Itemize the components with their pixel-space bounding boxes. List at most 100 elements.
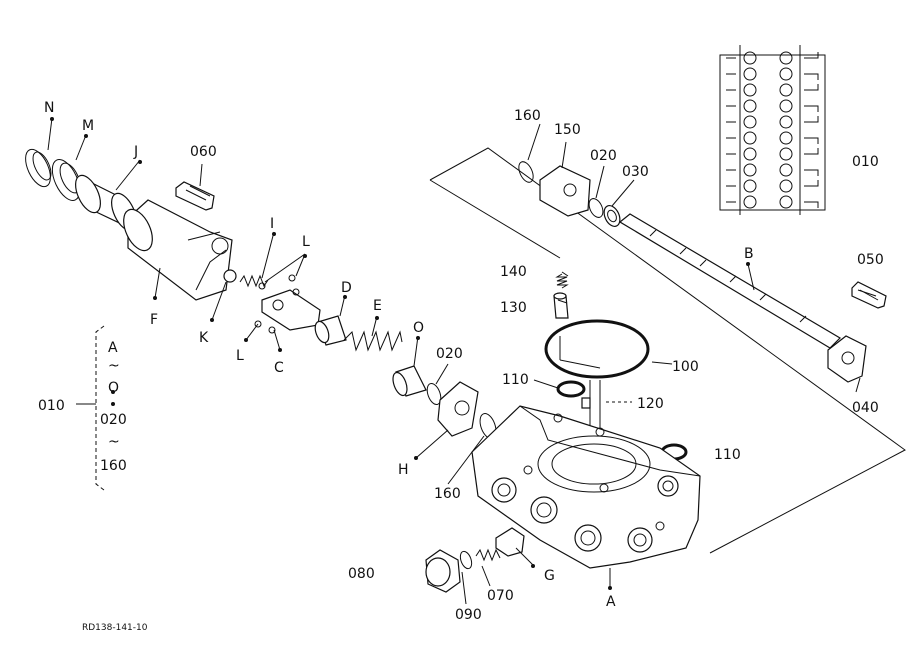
range-tilde-2: ~ <box>108 434 120 450</box>
schematic-port-symbol <box>743 115 757 129</box>
label-E: E <box>373 298 382 314</box>
label-130: 130 <box>500 300 527 316</box>
schematic-port-symbol <box>779 99 793 113</box>
label-150: 150 <box>554 122 581 138</box>
schematic-line <box>726 137 819 144</box>
schematic-port-symbol <box>779 115 793 129</box>
label-A: A <box>606 594 616 610</box>
part-labels: N M J 060 I L D E O 020 K F L C H 160 16… <box>44 100 884 623</box>
label-110-right: 110 <box>714 447 741 463</box>
schematic-port-symbol <box>779 67 793 81</box>
label-110-left: 110 <box>502 372 529 388</box>
schematic-port-symbol <box>743 163 757 177</box>
label-dots <box>50 117 750 590</box>
label-D: D <box>341 280 352 296</box>
oring-020-top <box>588 198 604 218</box>
range-line-4: 160 <box>100 458 127 474</box>
label-L-bottom: L <box>236 348 244 364</box>
schematic-port-symbol <box>743 147 757 161</box>
plug-080 <box>425 549 461 593</box>
collar-D <box>314 315 347 346</box>
schematic-port-symbol <box>779 51 793 65</box>
spring-070 <box>475 548 501 562</box>
schematic-port-symbol <box>743 51 757 65</box>
cover-H <box>437 381 479 437</box>
label-020-top: 020 <box>590 148 617 164</box>
range-tilde-1: ~ <box>108 358 120 374</box>
plate-040 <box>827 335 867 383</box>
range-note: 010 A ~ O 020 ~ 160 <box>38 340 127 474</box>
schematic-line <box>726 180 819 187</box>
label-030: 030 <box>622 164 649 180</box>
cover-150 <box>539 165 591 217</box>
oring-160-top <box>518 161 534 183</box>
ball-K <box>223 269 237 283</box>
label-K: K <box>199 330 209 346</box>
schematic-line <box>726 73 819 80</box>
assembly-outline <box>429 147 906 554</box>
label-160-bottom: 160 <box>434 486 461 502</box>
schematic-line <box>726 105 819 112</box>
label-H: H <box>398 462 409 478</box>
label-I: I <box>270 216 274 232</box>
label-060: 060 <box>190 144 217 160</box>
range-part-number: 010 <box>38 398 65 414</box>
bolt-060 <box>175 181 215 211</box>
schematic-port-symbol <box>779 195 793 209</box>
schematic-port-symbol <box>779 163 793 177</box>
label-M: M <box>82 118 94 134</box>
washer-030 <box>603 205 621 227</box>
valve-body-A <box>471 405 701 569</box>
schematic-port-symbol <box>743 131 757 145</box>
schematic-port-symbol <box>743 179 757 193</box>
label-G: G <box>544 568 555 584</box>
schematic-line <box>726 116 819 123</box>
label-070: 070 <box>487 588 514 604</box>
range-line-1: A <box>108 340 118 356</box>
schematic-port-symbol <box>779 83 793 97</box>
valve-schematic <box>719 45 826 215</box>
schematic-line <box>726 148 819 155</box>
label-120: 120 <box>637 396 664 412</box>
schematic-port-symbol <box>743 99 757 113</box>
oring-110-left <box>556 380 586 398</box>
schematic-line <box>726 169 819 176</box>
label-F: F <box>150 312 158 328</box>
sleeve-J <box>75 174 137 232</box>
schematic-port-symbol <box>743 195 757 209</box>
label-100: 100 <box>672 359 699 375</box>
label-C: C <box>274 360 284 376</box>
schematic-line <box>726 201 819 208</box>
schematic-port-symbol <box>779 131 793 145</box>
spring-I <box>239 274 269 288</box>
spring-140 <box>555 273 569 289</box>
reference-code: RD138-141-10 <box>82 623 148 633</box>
schematic-port-symbol <box>779 147 793 161</box>
schematic-port-symbol <box>743 67 757 81</box>
oring-090 <box>459 550 473 570</box>
poppet-130 <box>553 292 569 319</box>
oring-100 <box>544 319 650 379</box>
schematic-port-symbol <box>743 83 757 97</box>
schematic-line <box>726 84 819 91</box>
label-L-top: L <box>302 234 310 250</box>
bolt-050 <box>851 281 887 309</box>
schematic-port-symbol <box>779 179 793 193</box>
range-bracket <box>76 325 115 491</box>
spring-E <box>343 330 403 352</box>
spool-B <box>618 213 841 349</box>
label-J: J <box>133 144 138 160</box>
label-N: N <box>44 100 54 116</box>
label-O: O <box>413 320 424 336</box>
label-020-mid: 020 <box>436 346 463 362</box>
oring-020-mid <box>426 382 442 406</box>
range-line-3: 020 <box>100 412 127 428</box>
seat-O <box>392 365 427 397</box>
label-090: 090 <box>455 607 482 623</box>
label-010-right: 010 <box>852 154 879 170</box>
label-140: 140 <box>500 264 527 280</box>
label-050: 050 <box>857 252 884 268</box>
schematic-line <box>726 52 819 59</box>
